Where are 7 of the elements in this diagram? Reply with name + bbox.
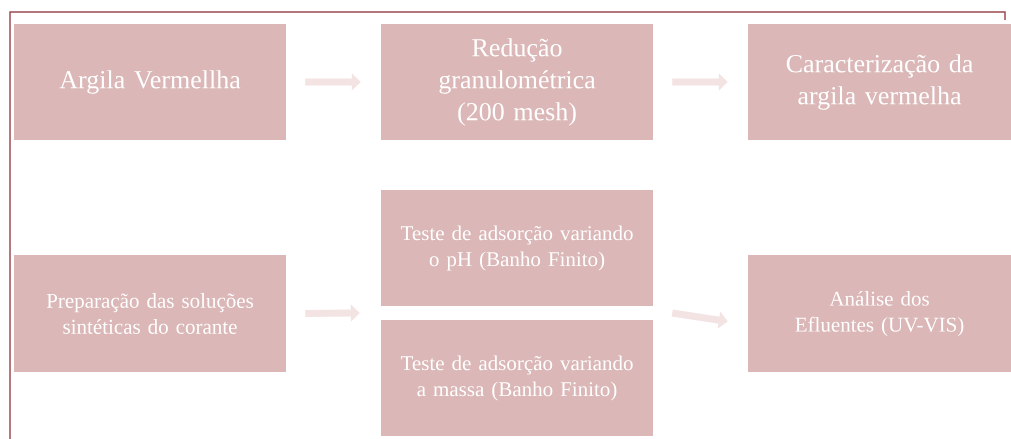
- process-box: Caracterização da argila vermelha: [748, 24, 1011, 140]
- process-box: Redução granulométrica (200 mesh): [381, 24, 653, 140]
- process-box: Teste de adsorção variando o pH (Banho Finito): [381, 190, 653, 306]
- process-box: Preparação das soluções sintéticas do corante: [14, 255, 286, 372]
- process-box: Análise dos Efluentes (UV-VIS): [748, 255, 1011, 372]
- process-box: Argila Vermellha: [14, 24, 286, 140]
- process-box: Teste de adsorção variando a massa (Banho Finito): [381, 320, 653, 436]
